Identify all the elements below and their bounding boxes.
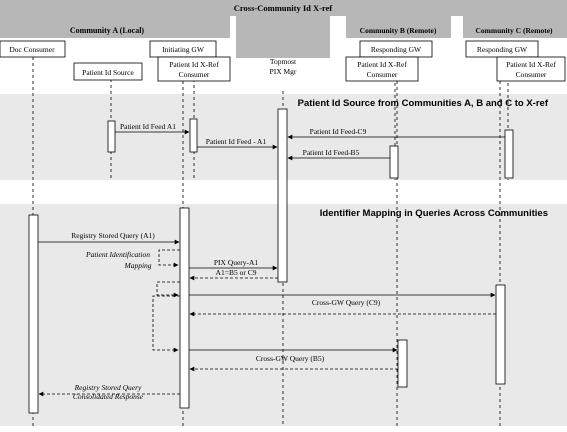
msg-xgw-query-c9: Cross-GW Query (C9) [312, 298, 381, 307]
community-b-label: Community B (Remote) [360, 26, 437, 35]
xref-consumer-c-line2: Consumer [516, 70, 547, 79]
participant-patient-id-source [73, 62, 143, 81]
msg-pix-response: A1=B5 or C9 [216, 268, 257, 277]
participant-xref-consumer-a [157, 56, 231, 82]
msg-patient-id-mapping-line2: Mapping [123, 261, 151, 270]
msg-xgw-query-b5: Cross-GW Query (B5) [256, 354, 325, 363]
doc-consumer-label: Doc Consumer [9, 45, 55, 54]
activation-xref-consumer-a [189, 118, 198, 153]
arrow-patient-id-mapping [158, 249, 180, 268]
diagram-title: Cross-Community Id X-ref [234, 3, 333, 13]
msg-consolidated-response-line2: Consolidated Response [73, 392, 144, 401]
msg-patient-id-mapping-line1: Patient Identification [85, 250, 150, 259]
activation-patient-id-source [107, 120, 116, 153]
community-c-header [463, 16, 567, 38]
xref-consumer-b-line1: Patient Id X-Ref [357, 60, 407, 69]
community-b-header [346, 16, 451, 38]
msg-feed-b5: Patient Id Feed-B5 [303, 148, 360, 157]
topmost-header [236, 16, 330, 58]
topmost-pix-mgr-line1: Topmost [270, 57, 297, 66]
xref-consumer-b-line2: Consumer [367, 70, 398, 79]
msg-registry-query: Registry Stored Query (A1) [71, 231, 155, 240]
activation-responding-gw-b [397, 339, 408, 388]
activation-topmost-pix-mgr [277, 108, 288, 283]
activation-responding-gw-c [495, 284, 506, 385]
xref-consumer-c-line1: Patient Id X-Ref [506, 60, 556, 69]
msg-feed-a1-xref: Patient Id Feed - A1 [206, 137, 267, 146]
activation-xref-consumer-b [389, 145, 399, 179]
activation-initiating-gw [179, 207, 190, 409]
participant-doc-consumer [0, 40, 66, 58]
activation-doc-consumer [28, 214, 39, 414]
responding-gw-c-label: Responding GW [477, 45, 528, 54]
msg-feed-c9: Patient Id Feed-C9 [310, 127, 367, 136]
participant-xref-consumer-b [345, 56, 419, 82]
xref-consumer-a-line1: Patient Id X-Ref [169, 60, 219, 69]
community-c-label: Community C (Remote) [475, 26, 553, 35]
responding-gw-b-label: Responding GW [371, 45, 422, 54]
title-bar [0, 0, 567, 16]
patient-id-source-label: Patient Id Source [82, 68, 134, 77]
section-title-mapping: Identifier Mapping in Queries Across Com… [320, 208, 548, 219]
community-a-label: Community A (Local) [70, 26, 145, 35]
msg-pix-query: PIX Query-A1 [214, 258, 259, 267]
initiating-gw-label: Initiating GW [162, 45, 205, 54]
msg-feed-a1: Patient Id Feed A1 [120, 122, 176, 131]
topmost-pix-mgr-line2: PIX Mgr [270, 67, 297, 76]
msg-consolidated-response-line1: Registry Stored Query [74, 383, 142, 392]
community-a-header [0, 16, 230, 38]
xref-consumer-a-line2: Consumer [179, 70, 210, 79]
arrow-loop-c [156, 281, 180, 298]
section-title-source: Patient Id Source from Communities A, B … [298, 98, 549, 109]
activation-xref-consumer-c [504, 129, 514, 179]
participant-xref-consumer-c [496, 56, 566, 82]
